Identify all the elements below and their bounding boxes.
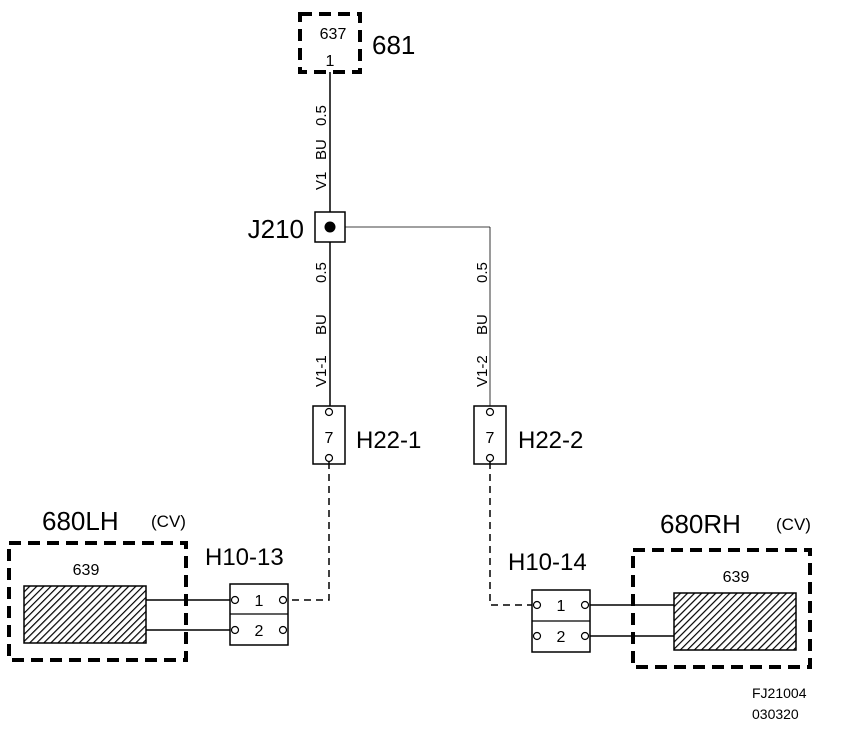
- wire-v1-id: V1: [313, 172, 330, 190]
- connector-681-label: 681: [372, 30, 415, 60]
- connector-681-code: 637: [320, 26, 347, 43]
- connector-h10-14-label: H10-14: [508, 549, 587, 576]
- component-680rh-qualifier: (CV): [776, 515, 811, 534]
- wire-v1-1-size: 0.5: [313, 262, 330, 283]
- splice-j210-node: [324, 221, 336, 233]
- connector-h22-1-pin-bottom: [324, 453, 334, 463]
- wire-v1-label: V1 BU 0.5: [313, 105, 330, 190]
- wire-v1-1-color: BU: [313, 314, 330, 335]
- wire-v1-2-color: BU: [474, 314, 491, 335]
- connector-h10-14-pin2-left: [532, 631, 542, 641]
- connector-681-pin: 1: [326, 53, 335, 70]
- component-680lh-element: [23, 585, 147, 644]
- wire-dashed-right: [489, 462, 532, 606]
- wire-dashed-left: [286, 462, 330, 601]
- connector-h10-14: H10-14 1 2: [508, 549, 591, 653]
- wire-v1-2-label: V1-2 BU 0.5: [474, 262, 491, 387]
- connector-h10-14-pin1-right: [580, 600, 590, 610]
- figure-id: FJ21004: [752, 685, 807, 701]
- connector-h10-14-pin2: 2: [557, 629, 566, 646]
- component-680rh-code: 639: [723, 569, 750, 586]
- splice-j210: J210: [248, 211, 346, 244]
- connector-h22-2-pin-top: [485, 407, 495, 417]
- connector-h22-2-label: H22-2: [518, 427, 583, 454]
- component-680rh: 680RH (CV) 639: [631, 509, 812, 669]
- connector-h22-2: 7 H22-2: [473, 405, 583, 465]
- connector-h10-14-pin2-right: [580, 631, 590, 641]
- component-680lh: 680LH (CV) 639: [7, 506, 188, 662]
- connector-h22-1-pin-top: [324, 407, 334, 417]
- component-680rh-box: [631, 548, 812, 669]
- wire-v1-1-id: V1-1: [313, 355, 330, 387]
- wire-v1-2-size: 0.5: [474, 262, 491, 283]
- component-680lh-qualifier: (CV): [151, 512, 186, 531]
- connector-681: 637 1 681: [298, 12, 415, 74]
- connector-h10-13: H10-13 1 2: [205, 544, 289, 646]
- connector-h10-13-pin2-right: [278, 625, 288, 635]
- wire-v1-1-label: V1-1 BU 0.5: [313, 262, 330, 387]
- wire-v1-2-id: V1-2: [474, 355, 491, 387]
- connector-h22-1: 7 H22-1: [312, 405, 421, 465]
- wire-v1-size: 0.5: [313, 105, 330, 126]
- connector-h10-13-pin1-left: [230, 595, 240, 605]
- connector-h10-13-pin1-right: [278, 595, 288, 605]
- connector-h22-1-pin-number: 7: [325, 430, 334, 447]
- connector-h22-1-label: H22-1: [356, 427, 421, 454]
- component-680rh-label: 680RH: [660, 509, 741, 539]
- connector-h10-14-pin1-left: [532, 600, 542, 610]
- component-680rh-element: [673, 592, 797, 651]
- connector-h10-13-label: H10-13: [205, 544, 284, 571]
- connector-681-box: [298, 12, 362, 74]
- connector-h22-2-pin-bottom: [485, 453, 495, 463]
- date-code: 030320: [752, 706, 799, 722]
- connector-h10-14-pin1: 1: [557, 598, 566, 615]
- wire-v1-color: BU: [313, 139, 330, 160]
- connector-h10-13-pin2-left: [230, 625, 240, 635]
- component-680lh-box: [7, 541, 188, 662]
- connector-h10-13-pin1: 1: [255, 593, 264, 610]
- component-680lh-label: 680LH: [42, 506, 119, 536]
- component-680lh-code: 639: [73, 562, 100, 579]
- splice-j210-label: J210: [248, 214, 304, 244]
- connector-h10-13-pin2: 2: [255, 623, 264, 640]
- connector-h22-2-pin-number: 7: [486, 430, 495, 447]
